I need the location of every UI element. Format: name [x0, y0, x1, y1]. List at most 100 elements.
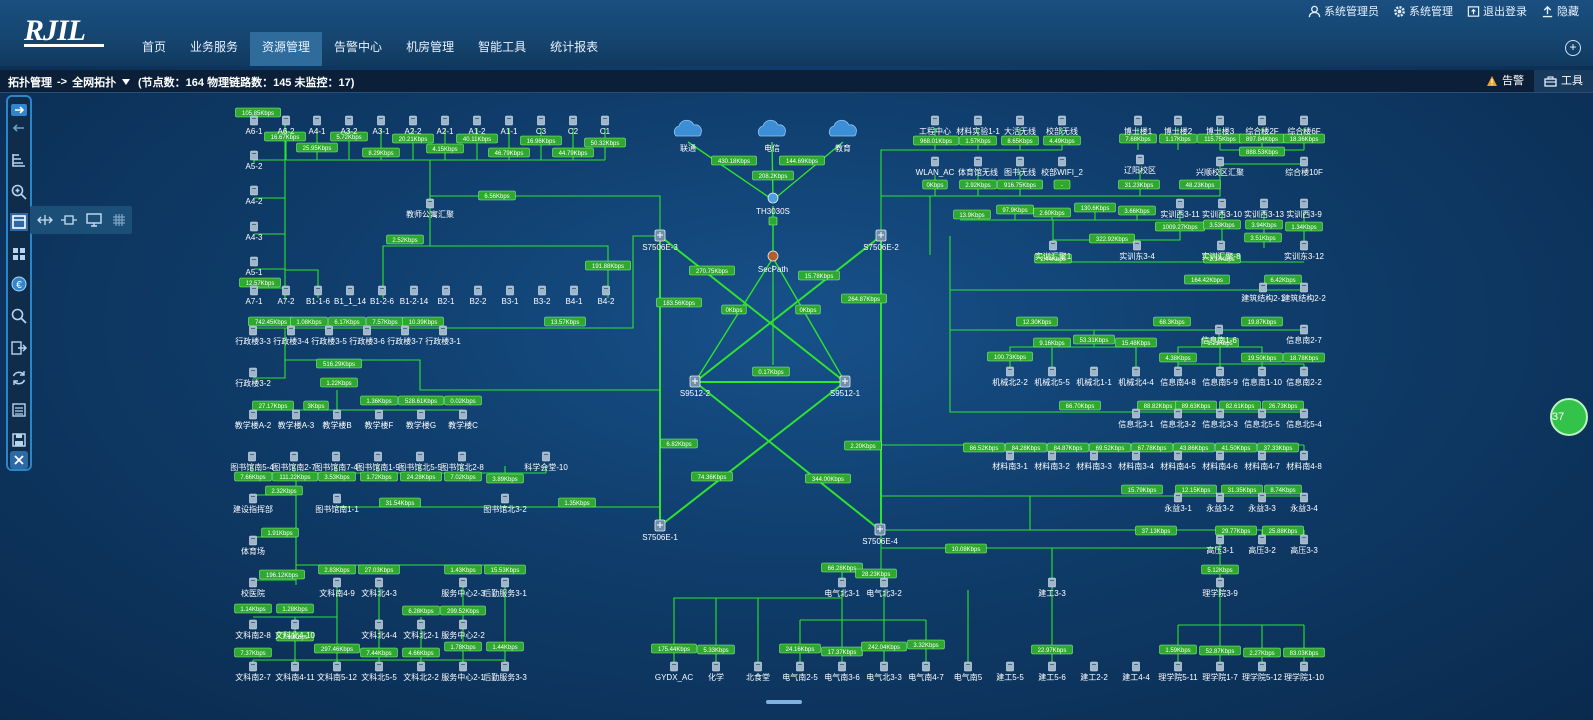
topology-node[interactable]: 博士楼3	[1206, 115, 1235, 136]
topology-node[interactable]: 建工5-5	[996, 661, 1024, 682]
list-icon[interactable]	[10, 401, 28, 419]
topology-node[interactable]: 材料南3-2	[1034, 450, 1070, 471]
core-device[interactable]: S9512-2	[680, 375, 711, 398]
topology-node[interactable]: A6-1	[246, 115, 263, 136]
topology-node[interactable]: 文科南4-11	[275, 661, 315, 682]
topology-node[interactable]: 实训西3-9	[1286, 198, 1322, 219]
tree-icon[interactable]	[10, 151, 28, 169]
topology-node[interactable]: 机械北2-2	[992, 366, 1028, 387]
refresh-icon[interactable]	[10, 369, 28, 387]
layout-icon[interactable]	[10, 213, 28, 231]
save-icon[interactable]	[10, 431, 28, 449]
topology-node[interactable]: 综合楼10F	[1285, 156, 1323, 177]
topology-node[interactable]: 校医院	[241, 577, 265, 598]
topology-node[interactable]: 行政楼3-7	[387, 325, 423, 346]
topology-node[interactable]: 信息南1-6	[1201, 324, 1237, 345]
topology-node[interactable]: 图书馆北2-8	[440, 451, 484, 472]
topology-node[interactable]: 图书馆南2-7	[272, 451, 316, 472]
topology-node[interactable]: 服务中心2-3	[441, 577, 485, 598]
topology-node[interactable]: 信息北5-5	[1244, 408, 1280, 429]
topology-node[interactable]: 理学院3-9	[1202, 577, 1238, 598]
topology-node[interactable]: 行政楼3-5	[311, 325, 347, 346]
topology-node[interactable]: A6-2	[278, 115, 295, 136]
topology-node[interactable]: 实训东3-12	[1284, 240, 1325, 261]
nav-tools[interactable]: 智能工具	[478, 40, 527, 54]
fit-center-icon[interactable]	[60, 211, 78, 229]
topology-node[interactable]: 教学楼A-2	[235, 409, 272, 430]
topology-node[interactable]: 建筑结构2-2	[1282, 282, 1326, 303]
core-device[interactable]: S7506E-1	[642, 519, 678, 542]
tools-button[interactable]: 工具	[1534, 70, 1593, 92]
cloud-icon[interactable]: 电信	[757, 119, 786, 153]
topology-node[interactable]: 材料南3-1	[992, 450, 1028, 471]
topology-node[interactable]: 信息南1-10	[1242, 366, 1283, 387]
topology-node[interactable]: 实训东3-4	[1119, 240, 1155, 261]
topology-node[interactable]: 建工4-4	[1122, 661, 1150, 682]
topology-node[interactable]: GYDX_AC	[655, 661, 693, 682]
back-icon[interactable]	[10, 119, 28, 137]
topology-node[interactable]: 建设指挥部	[233, 493, 273, 514]
topology-node[interactable]: 永益3-4	[1290, 492, 1318, 513]
topology-node[interactable]: 实训西3-10	[1202, 198, 1243, 219]
side-notification-badge[interactable]: 37	[1550, 398, 1588, 436]
topology-node[interactable]: 实训西3-13	[1244, 198, 1285, 219]
topology-node[interactable]: 文科北4-10	[275, 619, 316, 640]
topology-node[interactable]: 高压3-3	[1290, 534, 1318, 555]
topology-node[interactable]: 科学会堂-10	[524, 451, 568, 472]
topology-node[interactable]: 校部WIFI_2	[1041, 156, 1083, 177]
nav-resources[interactable]: 资源管理	[250, 32, 323, 66]
topology-node[interactable]: 电气南2-5	[782, 661, 818, 682]
topology-node[interactable]: B4-1	[566, 285, 583, 306]
user-menu[interactable]: 系统管理员	[1308, 3, 1379, 19]
core-device[interactable]: S7506E-2	[863, 229, 899, 252]
topology-node[interactable]: 服务中心2-1	[441, 661, 485, 682]
topology-node[interactable]: B2-1	[438, 285, 455, 306]
topology-node[interactable]: B1-2-14	[400, 285, 429, 306]
topology-node[interactable]: 实训西3-11	[1160, 198, 1200, 219]
topology-node[interactable]: 材料南3-4	[1118, 450, 1154, 471]
fit-horizontal-icon[interactable]	[36, 211, 54, 229]
core-device[interactable]: S9512-1	[830, 375, 861, 398]
topology-node[interactable]: 图书馆南7-4	[314, 451, 358, 472]
topology-node[interactable]: 电气北3-3	[866, 661, 902, 682]
topology-node[interactable]: 化学	[708, 661, 724, 682]
topology-node[interactable]: 实训汇聚-8	[1201, 240, 1241, 261]
topology-node[interactable]: 教师公寓汇聚	[406, 198, 454, 219]
topology-node[interactable]: 文科南4-9	[319, 577, 355, 598]
topology-node[interactable]: 大活无线	[1004, 115, 1036, 136]
topology-node[interactable]: 材料实验1-1	[956, 115, 1000, 136]
topology-node[interactable]: 图书馆北5-5	[398, 451, 442, 472]
topology-node[interactable]: 后勤服务3-3	[483, 661, 527, 682]
topology-node[interactable]: 文科北2-1	[403, 619, 439, 640]
topology-node[interactable]: 文科南5-12	[317, 661, 358, 682]
topology-node[interactable]: 理学院1-10	[1284, 661, 1325, 682]
topology-node[interactable]: 建工3-3	[1038, 577, 1066, 598]
topology-node[interactable]: A4-2	[246, 185, 263, 206]
nav-home[interactable]: 首页	[142, 40, 167, 54]
topology-node[interactable]: 材料南3-3	[1076, 450, 1112, 471]
topology-node[interactable]: 综合楼2F	[1245, 115, 1279, 136]
topology-node[interactable]: 图书馆北3-2	[483, 493, 527, 514]
topology-node[interactable]: 永益3-1	[1164, 492, 1192, 513]
bottom-resize-handle[interactable]	[766, 700, 802, 704]
topology-node[interactable]: 博士楼2	[1164, 115, 1193, 136]
monitor-icon[interactable]	[85, 211, 103, 229]
topology-node[interactable]: 信息北3-1	[1118, 408, 1154, 429]
nav-alarms[interactable]: 告警中心	[334, 40, 383, 54]
breadcrumb-current[interactable]: 全网拓扑	[72, 77, 117, 89]
topology-node[interactable]: 信息南2-2	[1286, 366, 1322, 387]
core-device[interactable]: S7506E-3	[642, 229, 678, 252]
topology-node[interactable]: 材料南4-8	[1286, 450, 1322, 471]
topology-node[interactable]: 行政楼3-6	[349, 325, 385, 346]
globe-icon[interactable]: €	[10, 275, 28, 293]
topology-node[interactable]: 高压3-2	[1248, 534, 1276, 555]
topology-node[interactable]: 信息南5-9	[1202, 366, 1238, 387]
search-icon[interactable]	[10, 307, 28, 325]
topology-node[interactable]: A3-1	[373, 115, 390, 136]
topology-node[interactable]: 理学院1-7	[1202, 661, 1238, 682]
topology-node[interactable]: 电气南4-7	[908, 661, 944, 682]
topology-node[interactable]: 信息北3-2	[1160, 408, 1196, 429]
topology-node[interactable]: 信息北3-3	[1202, 408, 1238, 429]
topology-node[interactable]: 兴顺校区汇聚	[1196, 156, 1244, 177]
topology-node[interactable]: 文科北4-4	[361, 619, 397, 640]
